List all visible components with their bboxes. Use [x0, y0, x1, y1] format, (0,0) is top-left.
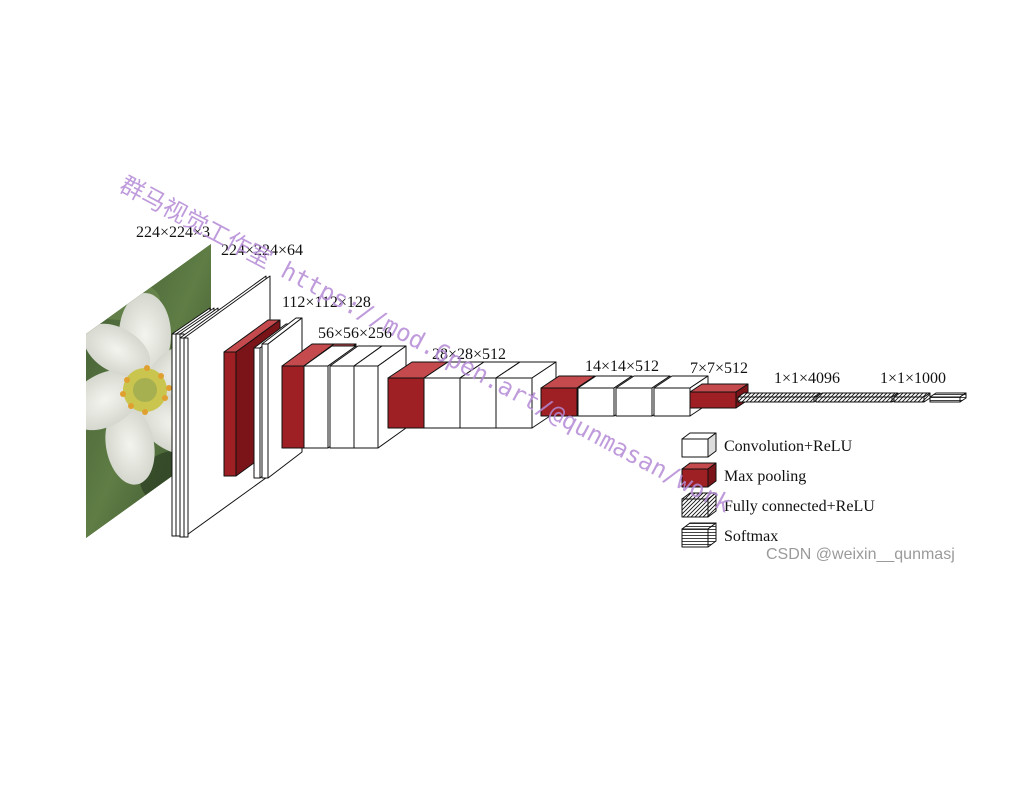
- fc-label-2: 1×1×1000: [880, 370, 946, 387]
- stage2-pool-block-a-front: [281, 365, 305, 449]
- fc-label-1: 1×1×4096: [774, 370, 840, 387]
- stage1-conv-block-1-front: [253, 347, 261, 479]
- stage2-conv-block-1-front: [303, 365, 329, 449]
- stage-label-1: 224×224×64: [221, 242, 303, 259]
- fc-block-1: [737, 392, 821, 403]
- legend-softmax-icon: [681, 522, 717, 548]
- legend-softmax-icon-front: [681, 528, 709, 548]
- stage3-pool-block-front: [387, 377, 425, 429]
- stage4-pool-block-front: [540, 387, 578, 417]
- fc-block-2: [815, 392, 899, 403]
- fc-block-1-top: [737, 392, 821, 398]
- stage2-conv-block-3-front: [353, 365, 379, 449]
- stage6-pool-block-front: [689, 391, 737, 409]
- stage5-conv-block-3-front: [653, 387, 691, 417]
- softmax-block-front: [929, 396, 961, 403]
- fc-block-2-top: [815, 392, 899, 398]
- stage3-conv-block-1-front: [423, 377, 461, 429]
- stage2-conv-block-2-front: [329, 365, 355, 449]
- fc-block-1-front: [737, 396, 815, 403]
- input-channel-sheet-2-edge: [175, 333, 181, 537]
- softmax-block: [929, 392, 967, 403]
- legend-pool-icon: [681, 462, 717, 488]
- stage-label-5: 14×14×512: [585, 358, 659, 375]
- legend-fc-label: Fully connected+ReLU: [724, 498, 875, 515]
- stage5-conv-block-1-front: [577, 387, 615, 417]
- legend-conv-icon: [681, 432, 717, 458]
- stage-label-2: 112×112×128: [282, 294, 371, 311]
- stage1-conv-block-2-front: [261, 343, 269, 479]
- input-channel-sheet-1-edge: [171, 333, 177, 537]
- stage-label-3: 56×56×256: [318, 325, 392, 342]
- fc-block-3: [893, 392, 931, 403]
- legend: Convolution+ReLU Max pooling Fully conne…: [681, 432, 875, 548]
- stage-label-4: 28×28×512: [432, 346, 506, 363]
- legend-softmax-label: Softmax: [724, 528, 778, 545]
- stage-label-6: 7×7×512: [690, 360, 748, 377]
- conv1-plane-2-edge: [183, 337, 189, 538]
- legend-pool-label: Max pooling: [724, 468, 806, 485]
- layer-blocks: [171, 275, 967, 538]
- csdn-watermark: CSDN @weixin__qunmasj: [766, 546, 955, 563]
- fc-block-3-front: [893, 396, 925, 403]
- stage1-pool-block-front: [223, 351, 237, 477]
- legend-fc-icon: [681, 492, 717, 518]
- legend-fc-icon-front: [681, 498, 709, 518]
- legend-pool-icon-front: [681, 468, 709, 488]
- stage5-conv-block-2-front: [615, 387, 653, 417]
- input-label: 224×224×3: [136, 224, 210, 241]
- legend-icons: [681, 432, 717, 548]
- legend-conv-label: Convolution+ReLU: [724, 438, 853, 455]
- legend-conv-icon-front: [681, 438, 709, 458]
- stage3-conv-block-3-front: [495, 377, 533, 429]
- fc-block-2-front: [815, 396, 893, 403]
- conv1-plane-1-edge: [179, 337, 185, 538]
